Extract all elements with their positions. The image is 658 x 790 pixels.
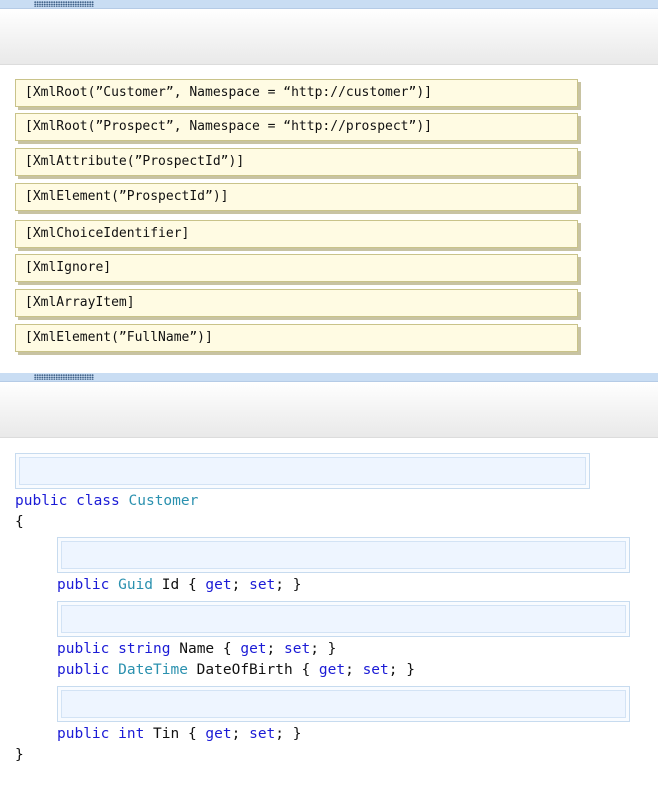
code-text: ; bbox=[345, 662, 363, 678]
keyword: get bbox=[240, 641, 267, 657]
keyword: set bbox=[284, 641, 311, 657]
close-brace: } bbox=[15, 747, 24, 763]
code-text: Id { bbox=[153, 577, 206, 593]
code-text: ; } bbox=[275, 577, 302, 593]
code-text: ; } bbox=[388, 662, 415, 678]
open-brace: { bbox=[15, 514, 24, 530]
keyword: get bbox=[205, 726, 232, 742]
top-splitter[interactable] bbox=[0, 0, 658, 9]
option-xmlattribute-prospectid[interactable]: [XmlAttribute(”ProspectId”)] bbox=[15, 148, 578, 176]
dateofbirth-property: public DateTime DateOfBirth { get; set; … bbox=[57, 662, 415, 678]
code-text: ; } bbox=[310, 641, 337, 657]
type-name: DateTime bbox=[118, 662, 188, 678]
drop-target-id-attribute[interactable] bbox=[57, 537, 630, 573]
type-name: Customer bbox=[128, 493, 199, 509]
keyword: public string bbox=[57, 641, 171, 657]
drop-target-tin-attribute[interactable] bbox=[57, 686, 630, 722]
keyword: set bbox=[362, 662, 389, 678]
splitter-grip-icon[interactable] bbox=[34, 374, 94, 380]
name-property: public string Name { get; set; } bbox=[57, 641, 336, 657]
drop-target-name-attribute[interactable] bbox=[57, 601, 630, 637]
code-text: Tin { bbox=[144, 726, 206, 742]
code-text: DateOfBirth { bbox=[187, 662, 319, 678]
option-xmlelement-fullname[interactable]: [XmlElement(”FullName”)] bbox=[15, 324, 578, 352]
option-xmlchoiceidentifier[interactable]: [XmlChoiceIdentifier] bbox=[15, 220, 578, 248]
code-text: ; bbox=[231, 577, 250, 593]
option-xmlarrayitem[interactable]: [XmlArrayItem] bbox=[15, 289, 578, 317]
keyword: public bbox=[57, 662, 119, 678]
code-text: ; bbox=[231, 726, 250, 742]
options-header-band bbox=[0, 9, 658, 65]
keyword: get bbox=[318, 662, 346, 678]
drop-target-class-attribute[interactable] bbox=[15, 453, 590, 489]
code-header-band bbox=[0, 382, 658, 438]
option-xmlroot-customer[interactable]: [XmlRoot(”Customer”, Namespace = “http:/… bbox=[15, 79, 578, 107]
option-xmlelement-prospectid[interactable]: [XmlElement(”ProspectId”)] bbox=[15, 183, 578, 211]
keyword: public int bbox=[57, 726, 145, 742]
code-text: Name { bbox=[170, 641, 241, 657]
keyword: set bbox=[249, 726, 276, 742]
tin-property: public int Tin { get; set; } bbox=[57, 726, 302, 742]
keyword: get bbox=[205, 577, 232, 593]
type-name: Guid bbox=[118, 577, 154, 593]
option-xmlroot-prospect[interactable]: [XmlRoot(”Prospect”, Namespace = “http:/… bbox=[15, 113, 578, 141]
code-text: ; bbox=[266, 641, 285, 657]
keyword: public class bbox=[15, 493, 129, 509]
id-property: public Guid Id { get; set; } bbox=[57, 577, 302, 593]
code-text: ; } bbox=[275, 726, 302, 742]
option-xmlignore[interactable]: [XmlIgnore] bbox=[15, 254, 578, 282]
keyword: public bbox=[57, 577, 119, 593]
middle-splitter[interactable] bbox=[0, 373, 658, 382]
class-declaration: public class Customer bbox=[15, 493, 198, 509]
splitter-grip-icon[interactable] bbox=[34, 1, 94, 7]
keyword: set bbox=[249, 577, 276, 593]
